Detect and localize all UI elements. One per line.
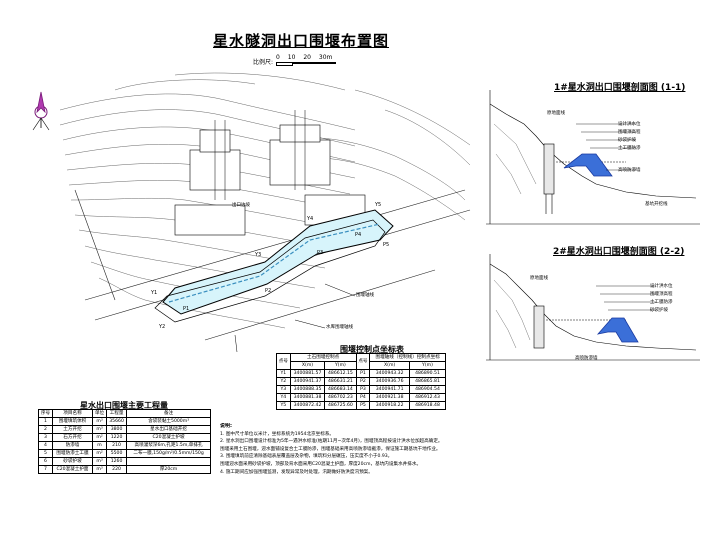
s1-callout-4: 土工膜防渗: [618, 146, 641, 151]
coord-head-x: X(m): [289, 361, 326, 370]
s2-callout-4: 砂袋护坡: [650, 308, 668, 313]
svg-text:P4: P4: [355, 232, 361, 238]
section-2-drawing: [486, 254, 700, 361]
notes-line: 3. 围堰填筑前应清除基础表层覆盖层及杂物，填筑料分层碾压，压实度不小于0.93…: [220, 454, 393, 460]
coord-head-no2: 点号: [355, 353, 371, 370]
svg-text:P2: P2: [265, 288, 271, 294]
north-arrow-icon: [32, 91, 50, 131]
coord-table-title: 围堰控制点坐标表: [340, 345, 404, 354]
s2-callout-2: 围堰顶高程: [650, 292, 673, 297]
qty-head-item: 项目名称: [51, 409, 94, 418]
cofferdam-axis-callout: 围堰轴线: [356, 293, 374, 298]
scale-label: 比例尺:: [253, 59, 274, 66]
s2-callout-1: 设计洪水位: [650, 284, 673, 289]
svg-text:P5: P5: [383, 242, 389, 248]
coord-head-y: Y(m): [324, 361, 357, 370]
coord-head-y2: Y(m): [408, 361, 447, 370]
s2-callout-5: 高喷防渗墙: [575, 356, 598, 361]
plan-view: Y1 Y2 Y3 Y4 Y5 P1 P2 P3 P4 P5: [59, 72, 471, 353]
cofferdam-axis-line: [168, 223, 381, 303]
section-1-title: 1#星水洞出口围堰剖面图 (1-1): [554, 83, 686, 93]
svg-text:Y4: Y4: [306, 216, 313, 222]
coord-head-no: 点号: [276, 353, 291, 370]
svg-text:P1: P1: [183, 306, 189, 312]
s1-callout-5: 高喷防渗墙: [618, 168, 641, 173]
notes-line: 2. 星水洞出口围堰设计标准为5年一遇洪水标准(枯期11月~次年4月)，围堰顶高…: [220, 439, 443, 445]
svg-text:P3: P3: [317, 250, 323, 256]
s1-callout-3: 砂袋护坡: [618, 138, 636, 143]
section-1-drawing: [486, 90, 700, 225]
outlet-slope-label: 出口边坡: [232, 203, 250, 208]
s1-callout-2: 围堰顶高程: [618, 130, 641, 135]
s1-callout-0: 原地面线: [547, 111, 565, 116]
notes-title: 说明:: [220, 423, 232, 429]
qty-head-remark: 备注: [126, 409, 211, 418]
coord-head-group2: 围堰轴线（控制线）控制点坐标: [369, 353, 446, 362]
svg-text:Y3: Y3: [254, 252, 261, 258]
drawing-title: 星水隧洞出口围堰布置图: [213, 32, 390, 50]
coord-head-group1: 土石围堰控制点: [289, 353, 357, 362]
qty-head-no: 序号: [38, 409, 53, 418]
qty-table-title: 星水出口围堰主要工程量: [80, 401, 168, 410]
river-label: 水库围堰轴线: [326, 325, 353, 330]
section-2-title: 2#星水洞出口围堰剖面图 (2-2): [553, 247, 685, 257]
qty-head-qty: 工程量: [105, 409, 128, 418]
notes-line: 4. 施工期间应加强围堰监测，发现异常及时处理，汛期做好防洪度汛预案。: [220, 469, 373, 475]
s1-callout-6: 基坑开挖线: [645, 202, 668, 207]
svg-text:Y2: Y2: [158, 324, 165, 330]
coord-table: 点号 土石围堰控制点 点号 围堰轴线（控制线）控制点坐标 X(m) Y(m) X…: [276, 353, 447, 410]
notes: 说明: 1. 图中尺寸单位以米计，坐标系统为1954北京坐标系。 2. 星水洞出…: [220, 423, 500, 476]
svg-text:Y5: Y5: [374, 202, 381, 208]
svg-text:Y1: Y1: [150, 290, 157, 296]
notes-line: 围堰迎水面采用砂袋护坡，顶部及背水面采用C20混凝土护面，厚度20cm，基坑内设…: [220, 461, 422, 467]
scale-marks: 0 10 20 30m: [276, 54, 333, 61]
notes-line: 围堰采用土石围堰，迎水面铺设复合土工膜防渗，围堰基础采用高喷防渗墙截渗，保证施工…: [220, 446, 441, 452]
coord-head-x2: X(m): [369, 361, 410, 370]
s2-callout-3: 土工膜防渗: [650, 300, 673, 305]
scale-bar-fill: [276, 62, 293, 66]
scale-bar: [276, 62, 336, 64]
cofferdam-outline: [162, 209, 394, 315]
qty-head-unit: 单位: [92, 409, 107, 418]
s1-callout-1: 设计洪水位: [618, 122, 641, 127]
notes-line: 1. 图中尺寸单位以米计，坐标系统为1954北京坐标系。: [220, 431, 335, 437]
s2-callout-0: 原地面线: [530, 276, 548, 281]
